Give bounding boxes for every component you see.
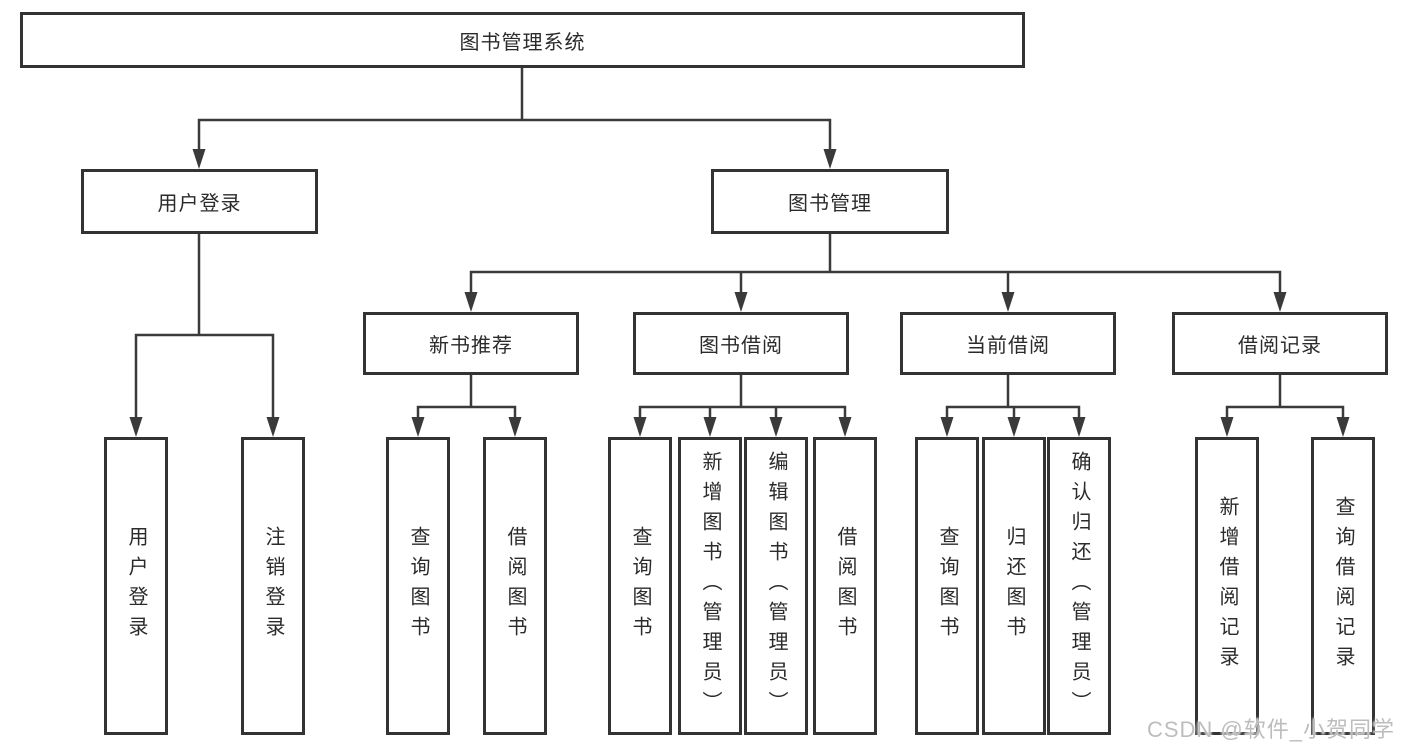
node-label: 借阅图书	[504, 526, 526, 646]
node-label: 确认归还（管理员）	[1068, 451, 1090, 721]
node-label: 编辑图书（管理员）	[765, 451, 787, 721]
node-label: 图书管理	[788, 193, 872, 215]
node-label: 用户登录	[125, 526, 147, 646]
leaf-user-login: 用户登录	[104, 437, 168, 735]
node-label: 借阅记录	[1238, 335, 1322, 357]
node-label: 当前借阅	[966, 335, 1050, 357]
node-current-borrow: 当前借阅	[900, 312, 1116, 375]
node-library-management-system: 图书管理系统	[20, 12, 1025, 68]
node-book-borrow: 图书借阅	[633, 312, 849, 375]
leaf-borrow-books-recommend: 借阅图书	[483, 437, 547, 735]
node-borrow-records: 借阅记录	[1172, 312, 1388, 375]
leaf-query-books-current: 查询图书	[915, 437, 979, 735]
node-label: 用户登录	[157, 193, 242, 215]
leaf-add-books-admin: 新增图书（管理员）	[678, 437, 742, 735]
node-label: 图书借阅	[699, 335, 783, 357]
csdn-watermark: CSDN @软件_小贺同学	[1146, 717, 1395, 742]
node-label: 归还图书	[1003, 526, 1025, 646]
node-label: 查询图书	[629, 526, 651, 646]
leaf-query-books-recommend: 查询图书	[386, 437, 450, 735]
node-label: 新书推荐	[429, 335, 513, 357]
node-new-book-recommend: 新书推荐	[363, 312, 579, 375]
leaf-logout: 注销登录	[241, 437, 305, 735]
node-label: 查询图书	[936, 526, 958, 646]
node-user-login: 用户登录	[81, 169, 318, 234]
node-label: 新增图书（管理员）	[699, 451, 721, 721]
leaf-confirm-return-admin: 确认归还（管理员）	[1047, 437, 1111, 735]
node-label: 图书管理系统	[459, 31, 586, 54]
leaf-return-books: 归还图书	[982, 437, 1046, 735]
leaf-add-borrow-record: 新增借阅记录	[1195, 437, 1259, 735]
leaf-query-books-borrow: 查询图书	[608, 437, 672, 735]
leaf-edit-books-admin: 编辑图书（管理员）	[744, 437, 808, 735]
node-label: 查询图书	[407, 526, 429, 646]
node-label: 借阅图书	[834, 526, 856, 646]
node-book-management: 图书管理	[711, 169, 949, 234]
leaf-query-borrow-record: 查询借阅记录	[1311, 437, 1375, 735]
node-label: 查询借阅记录	[1332, 496, 1354, 676]
node-label: 新增借阅记录	[1216, 496, 1238, 676]
node-label: 注销登录	[262, 526, 284, 646]
leaf-borrow-books: 借阅图书	[813, 437, 877, 735]
